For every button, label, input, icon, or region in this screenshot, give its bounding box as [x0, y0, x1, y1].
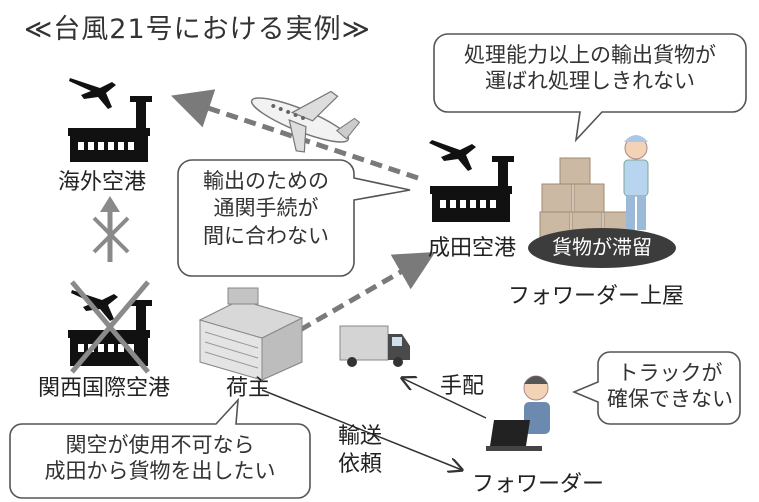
- overseas-airport-icon: [68, 78, 152, 162]
- customs-callout-text: 輸出のための 通関手続が 間に合わない: [180, 168, 352, 250]
- arrange-label: 手配: [440, 374, 485, 399]
- blocked-route-arrow: [92, 196, 130, 262]
- forwarder-warehouse-label: フォワーダー上屋: [508, 284, 685, 309]
- capacity-callout-bubble: [433, 33, 747, 143]
- narita-airport-label: 成田空港: [428, 236, 517, 261]
- callout-line: 通関手続が: [213, 196, 319, 221]
- cargo-stuck-label: 貨物が滞留: [552, 235, 652, 259]
- callout-line: 関空が使用不可なら: [65, 433, 255, 457]
- warehouse-worker-icon: [623, 135, 649, 230]
- narita-airport-icon: [429, 140, 514, 222]
- cargo-boxes-icon: [539, 157, 635, 241]
- cargo-stuck-badge: [528, 228, 676, 268]
- diagram-title: ≪台風21号における実例≫: [24, 14, 371, 45]
- customs-callout-bubble: [177, 159, 411, 277]
- request-label: 依頼: [338, 452, 383, 477]
- kansai-airport-icon: [68, 280, 152, 374]
- callout-line: 確保できない: [607, 387, 733, 412]
- cross-out-line: [70, 280, 150, 374]
- shipper-callout-text: 関空が使用不可なら 成田から貨物を出したい: [12, 432, 308, 485]
- callout-line: 処理能力以上の輸出貨物が: [464, 43, 716, 67]
- kansai-airport-label: 関西国際空港: [38, 376, 171, 401]
- forwarder-person-icon: [486, 375, 550, 451]
- truck-icon: [339, 325, 410, 367]
- arrange-arrow: [402, 378, 487, 419]
- shipper-building-icon: [198, 287, 304, 381]
- overseas-airport-label: 海外空港: [58, 170, 147, 195]
- callout-line: 輸出のための: [203, 169, 329, 193]
- capacity-callout-text: 処理能力以上の輸出貨物が 運ばれ処理しきれない: [436, 42, 744, 95]
- truck-callout-bubble: [571, 351, 741, 425]
- transport-request-arrow: [261, 389, 462, 470]
- truck-callout-text: トラックが 確保できない: [600, 360, 740, 413]
- callout-line: 間に合わない: [203, 223, 329, 248]
- shipper-label: 荷主: [226, 376, 271, 401]
- forwarder-label: フォワーダー: [472, 472, 605, 497]
- callout-line: トラックが: [617, 361, 723, 385]
- airplane-icon: [250, 90, 361, 153]
- callout-line: 運ばれ処理しきれない: [485, 69, 695, 94]
- callout-line: 成田から貨物を出したい: [44, 459, 276, 484]
- shipper-callout-bubble: [9, 397, 311, 499]
- shipper-to-narita-arrow: [298, 252, 436, 333]
- transport-label: 輸送: [338, 424, 383, 449]
